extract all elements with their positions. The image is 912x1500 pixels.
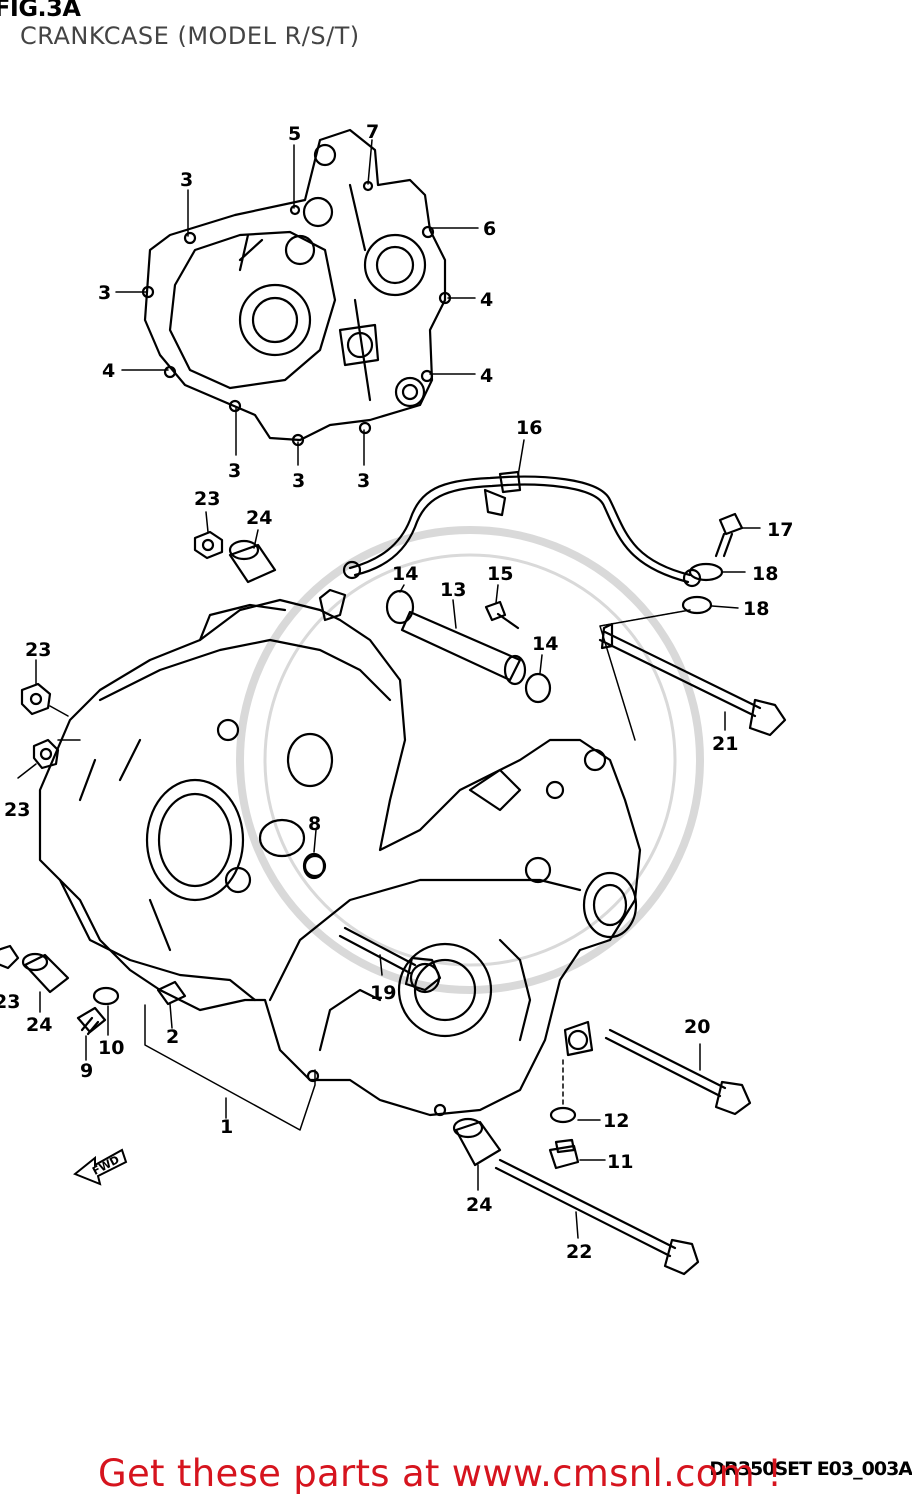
callout-22: 22 <box>566 1241 592 1263</box>
callout-13: 13 <box>440 579 466 601</box>
callout-23: 23 <box>25 639 51 661</box>
callout-4: 4 <box>480 365 493 387</box>
callout-11: 11 <box>607 1151 633 1173</box>
callout-labels: 3 3 4 3 3 3 5 7 6 4 4 16 23 24 14 13 15 … <box>0 121 793 1263</box>
callout-23: 23 <box>4 799 30 821</box>
callout-6: 6 <box>483 218 496 240</box>
callout-4: 4 <box>480 289 493 311</box>
cmsnl-banner-link[interactable]: Get these parts at www.cmsnl.com ! <box>98 1452 783 1495</box>
leaders-lower <box>39 609 726 1239</box>
callout-14: 14 <box>392 563 418 585</box>
callout-15: 15 <box>487 563 513 585</box>
crankcase-assembly <box>0 588 642 1117</box>
bolts <box>338 622 787 1276</box>
callout-8: 8 <box>308 813 321 835</box>
figure-title: FIG.3A <box>0 0 81 22</box>
callout-17: 17 <box>767 519 793 541</box>
callout-3: 3 <box>180 169 193 191</box>
callout-10: 10 <box>98 1037 124 1059</box>
callout-18: 18 <box>752 563 778 585</box>
callout-21: 21 <box>712 733 738 755</box>
leaders-top <box>17 439 761 779</box>
callout-5: 5 <box>288 123 301 145</box>
oil-hose-16 <box>342 470 702 588</box>
callout-3: 3 <box>292 470 305 492</box>
fwd-arrow: FWD <box>73 1148 128 1186</box>
callout-12: 12 <box>603 1110 629 1132</box>
callout-24: 24 <box>246 507 272 529</box>
callout-9: 9 <box>80 1060 93 1082</box>
crankcase-inner-view <box>141 128 452 447</box>
callout-19: 19 <box>370 982 396 1004</box>
leaders-upper <box>115 139 479 466</box>
callout-2: 2 <box>166 1026 179 1048</box>
callout-18: 18 <box>743 598 769 620</box>
small-parts-top <box>20 512 744 770</box>
fwd-arrow-label: FWD <box>90 1153 122 1178</box>
callout-24: 24 <box>26 1014 52 1036</box>
callout-20: 20 <box>684 1016 710 1038</box>
callout-14: 14 <box>532 633 558 655</box>
callout-1: 1 <box>220 1116 233 1138</box>
callout-24: 24 <box>466 1194 492 1216</box>
callout-3: 3 <box>357 470 370 492</box>
callout-23: 23 <box>0 991 20 1013</box>
figure-subtitle: CRANKCASE (MODEL R/S/T) <box>20 22 360 50</box>
diagram-code: DR350SET E03_003A <box>709 1458 912 1480</box>
watermark <box>236 526 704 994</box>
callout-3: 3 <box>98 282 111 304</box>
callout-7: 7 <box>366 121 379 143</box>
callout-4: 4 <box>102 360 115 382</box>
callout-3: 3 <box>228 460 241 482</box>
callout-23: 23 <box>194 488 220 510</box>
callout-16: 16 <box>516 417 542 439</box>
